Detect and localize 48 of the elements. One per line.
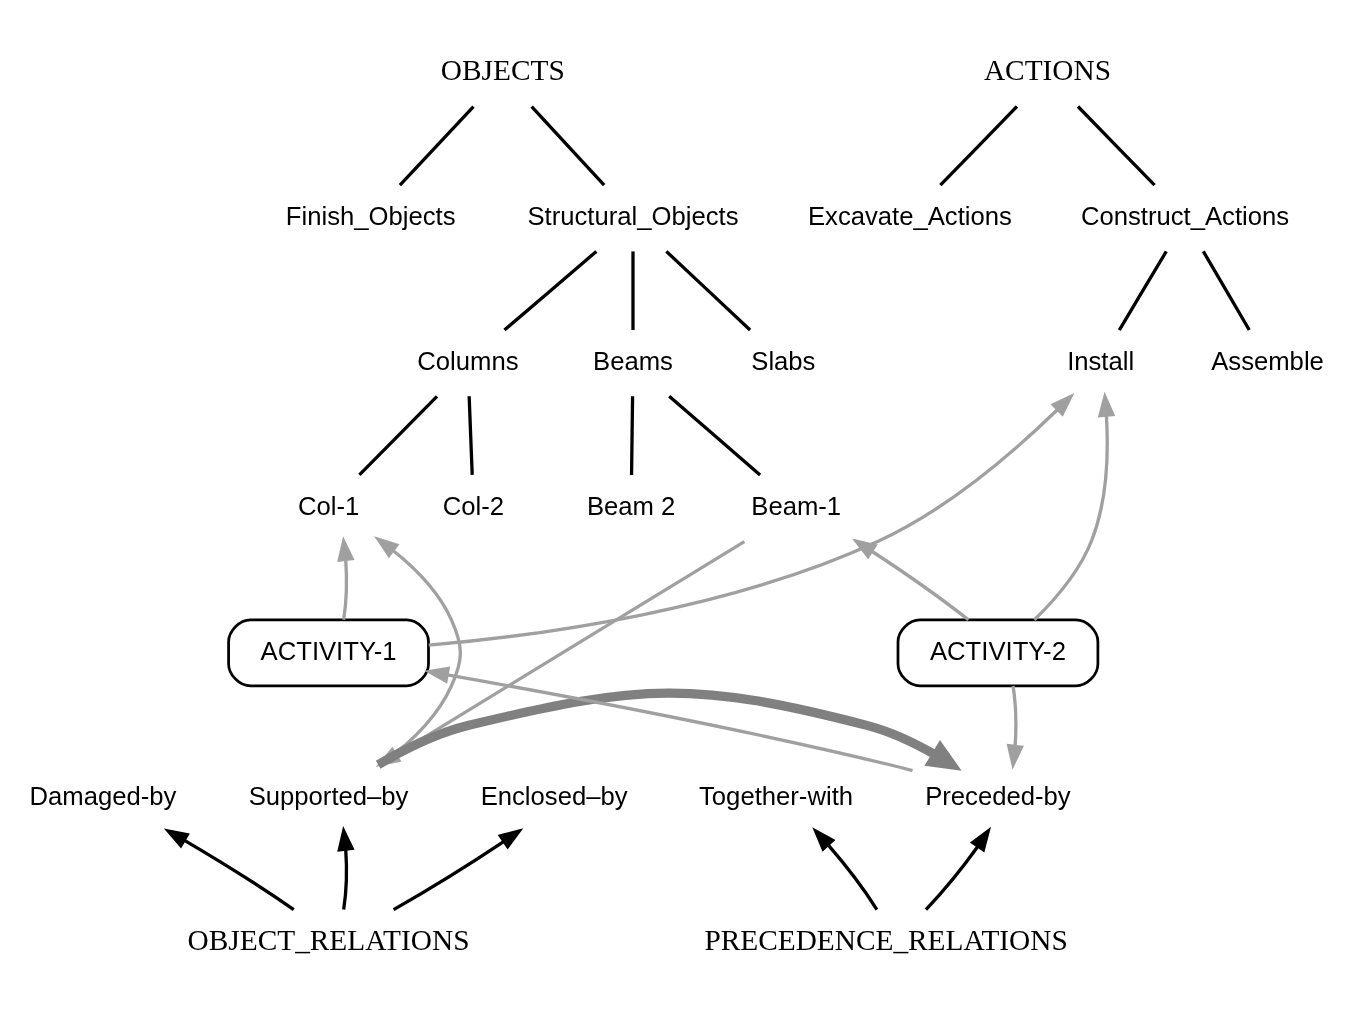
arrow bbox=[428, 392, 1075, 647]
node-box: ACTIVITY-1 bbox=[227, 618, 430, 688]
node-text: Supported–by bbox=[248, 781, 409, 810]
connector bbox=[503, 250, 598, 332]
node-text: Together-with bbox=[699, 781, 854, 810]
node-text: Finish_Objects bbox=[285, 202, 456, 231]
node-text: OBJECT_RELATIONS bbox=[187, 923, 470, 956]
node-text: Install bbox=[1067, 346, 1135, 375]
node-box: ACTIVITY-2 bbox=[896, 618, 1100, 688]
node-text: Beam 2 bbox=[586, 491, 676, 520]
connector bbox=[358, 395, 439, 477]
arrow bbox=[924, 826, 992, 911]
arrow bbox=[337, 536, 355, 621]
node-text: Beams bbox=[593, 346, 673, 375]
connector bbox=[1201, 250, 1251, 331]
arrow bbox=[1006, 685, 1024, 770]
connector bbox=[530, 105, 606, 187]
node-text: Assemble bbox=[1211, 346, 1324, 375]
connector bbox=[1117, 250, 1168, 331]
connector bbox=[665, 250, 752, 332]
node-text: Beam-1 bbox=[751, 491, 842, 520]
node-text: ACTIONS bbox=[983, 54, 1112, 87]
arrow bbox=[424, 666, 913, 773]
node-text: Col-2 bbox=[442, 491, 505, 520]
connector bbox=[939, 105, 1019, 187]
arrow bbox=[1033, 391, 1116, 621]
node-text: Enclosed–by bbox=[480, 781, 628, 810]
node-text: PRECEDENCE_RELATIONS bbox=[704, 923, 1068, 956]
node-text: Slabs bbox=[751, 346, 816, 375]
connector bbox=[631, 251, 635, 331]
connector bbox=[668, 395, 762, 477]
node-text: Construct_Actions bbox=[1080, 202, 1290, 231]
node-text: OBJECTS bbox=[440, 54, 565, 87]
connector bbox=[398, 105, 475, 187]
node-text: Columns bbox=[417, 346, 519, 375]
node-text: Damaged-by bbox=[29, 781, 177, 810]
arrow bbox=[337, 825, 355, 910]
connector bbox=[467, 396, 474, 475]
node-text: Preceded-by bbox=[925, 781, 1071, 810]
node-text: Excavate_Actions bbox=[807, 202, 1012, 231]
arrow bbox=[812, 827, 879, 911]
arrow bbox=[392, 828, 524, 911]
node-text: Structural_Objects bbox=[527, 202, 739, 231]
arrow bbox=[851, 538, 970, 622]
node-text: Col-1 bbox=[297, 491, 360, 520]
connector bbox=[1076, 105, 1156, 187]
connector bbox=[629, 396, 635, 475]
arrow bbox=[163, 828, 295, 911]
